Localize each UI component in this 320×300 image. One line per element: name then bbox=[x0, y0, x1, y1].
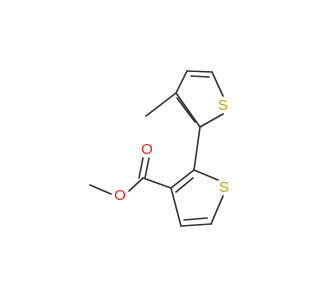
atom-sulfur-upper: S bbox=[218, 97, 228, 114]
atom-sulfur-lower: S bbox=[219, 179, 229, 196]
bond-carbonyl-c-o-ester bbox=[128, 177, 144, 192]
bond-c2u-c3u-double bbox=[176, 97, 196, 123]
bond-c5u-s1u bbox=[211, 71, 224, 97]
bond-c3l-c2l-double bbox=[175, 177, 194, 193]
atom-labels: S S O O bbox=[114, 97, 229, 204]
bond-c3l-carbonyl-c bbox=[142, 177, 172, 189]
bond-c4u-c5u-double bbox=[190, 75, 210, 78]
molecule-structure: S S O O bbox=[89, 70, 229, 227]
bond-methyl bbox=[145, 92, 177, 117]
bond-o-ester-methyl bbox=[89, 184, 112, 195]
bond-c2u-c3u bbox=[175, 92, 201, 128]
bond-s1l-c5l bbox=[210, 195, 224, 225]
bond-s1u-c2u bbox=[199, 113, 224, 128]
bonds bbox=[89, 70, 224, 227]
bond-c2l-s1l bbox=[193, 169, 219, 181]
atom-oxygen-carbonyl: O bbox=[141, 141, 153, 158]
bond-c5l-c4l-double bbox=[183, 217, 208, 221]
bond-c4l-c3l bbox=[170, 187, 182, 227]
bond-biaryl bbox=[193, 126, 201, 171]
bond-c5l-c4l bbox=[180, 223, 212, 227]
bond-c3u-c4u bbox=[175, 70, 188, 94]
atom-oxygen-ester: O bbox=[114, 187, 126, 204]
bond-c3l-c2l bbox=[170, 169, 195, 189]
bond-carbonyl-c-o-double-a bbox=[144, 157, 150, 179]
bond-carbonyl-c-o-double-b bbox=[138, 157, 144, 179]
bond-c4u-c5u bbox=[186, 70, 213, 73]
